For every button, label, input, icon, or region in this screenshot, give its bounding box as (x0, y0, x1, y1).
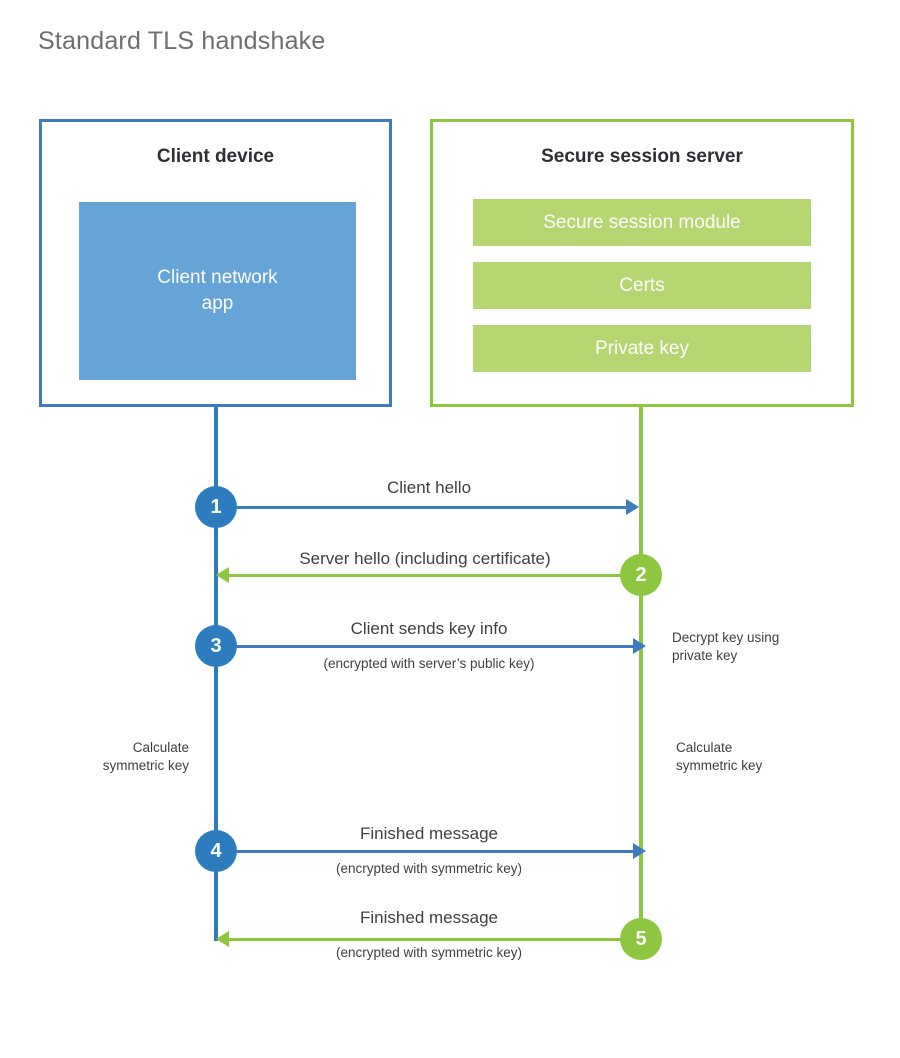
server-lifeline (639, 407, 643, 940)
server-block-secure-session-module: Secure session module (473, 199, 811, 246)
arrow-line-finished-message-client (216, 850, 633, 853)
client-lifeline (214, 407, 218, 941)
annotation-calculate-symmetric-key-server: Calculate symmetric key (676, 740, 763, 773)
arrow-head-client-sends-key-info (633, 638, 646, 654)
arrow-line-finished-message-server (229, 938, 621, 941)
step-circle-3: 3 (195, 625, 237, 667)
arrow-head-server-hello (216, 567, 229, 583)
arrow-line-client-hello (216, 506, 626, 509)
arrow-label-finished-message-client: Finished message (360, 824, 498, 843)
client-device-panel: Client device Client network app (39, 119, 392, 407)
page-title: Standard TLS handshake (38, 27, 326, 55)
step-circle-2: 2 (620, 554, 662, 596)
client-app-label-line1: Client network (157, 267, 278, 289)
server-block-certs: Certs (473, 262, 811, 309)
step-circle-1: 1 (195, 486, 237, 528)
server-block-private-key: Private key (473, 325, 811, 372)
secure-session-server-title: Secure session server (541, 146, 743, 167)
arrow-label-client-sends-key-info: Client sends key info (350, 619, 508, 638)
arrow-sublabel-finished-message-server: (encrypted with symmetric key) (335, 945, 523, 960)
annotation-decrypt-key: Decrypt key using private key (672, 630, 780, 663)
arrow-label-finished-message-server: Finished message (360, 908, 498, 927)
annotation-calculate-symmetric-key-client: Calculate symmetric key (102, 740, 189, 773)
arrow-head-finished-message-client (633, 843, 646, 859)
arrow-sublabel-client-sends-key-info: (encrypted with server’s public key) (323, 656, 535, 671)
client-app-label-line2: app (201, 293, 234, 314)
arrow-label-client-hello: Client hello (386, 478, 472, 497)
client-device-title: Client device (156, 146, 275, 167)
step-circle-4: 4 (195, 830, 237, 872)
arrow-sublabel-finished-message-client: (encrypted with symmetric key) (335, 861, 523, 876)
arrow-line-server-hello (229, 574, 621, 577)
arrow-line-client-sends-key-info (216, 645, 633, 648)
arrow-label-server-hello: Server hello (including certificate) (299, 549, 551, 568)
step-circle-5: 5 (620, 918, 662, 960)
secure-session-server-panel: Secure session server Secure session mod… (430, 119, 854, 407)
client-network-app-block: Client network app (79, 202, 356, 380)
arrow-head-client-hello (626, 499, 639, 515)
arrow-head-finished-message-server (216, 931, 229, 947)
